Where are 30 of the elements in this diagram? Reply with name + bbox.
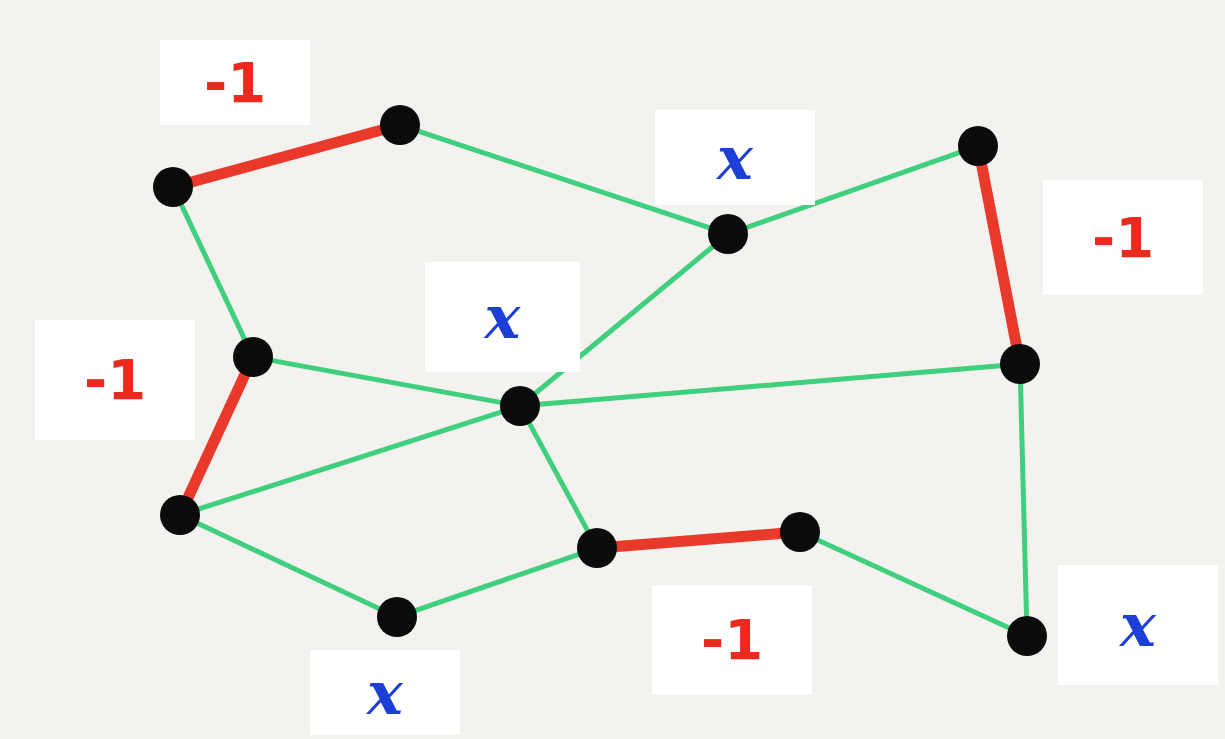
variable-label: x — [655, 110, 815, 205]
dot — [1000, 344, 1040, 384]
dot — [577, 528, 617, 568]
connector-line — [532, 244, 716, 396]
dot — [708, 214, 748, 254]
connector-line — [196, 409, 504, 512]
weight-label: -1 — [35, 320, 195, 440]
dot — [500, 386, 540, 426]
dot — [380, 105, 420, 145]
connector-line — [1018, 381, 1029, 619]
dot — [1007, 616, 1047, 656]
weight-label: -1 — [160, 40, 310, 125]
weight-label: -1 — [1043, 180, 1203, 295]
connector-line — [179, 202, 247, 342]
connector-line — [195, 521, 382, 611]
variable-label: x — [1058, 565, 1218, 685]
connector-line — [416, 128, 712, 231]
connector-line — [527, 421, 590, 533]
connector-line — [413, 552, 581, 613]
variable-label: x — [310, 650, 460, 735]
dot — [153, 167, 193, 207]
dot — [233, 337, 273, 377]
weight-label: -1 — [652, 585, 812, 695]
dot — [160, 495, 200, 535]
connector-line — [815, 537, 1012, 631]
variable-label: x — [425, 262, 580, 372]
connector-line — [744, 150, 962, 230]
dot — [377, 597, 417, 637]
dot — [780, 512, 820, 552]
dot — [958, 126, 998, 166]
